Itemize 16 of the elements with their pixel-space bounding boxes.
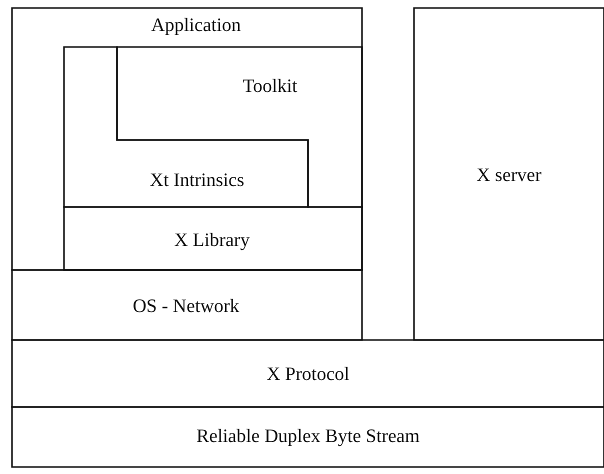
layer-box — [12, 407, 604, 467]
layer-label: X Library — [174, 230, 250, 252]
layer-label: Reliable Duplex Byte Stream — [196, 426, 420, 448]
server-box — [414, 8, 604, 340]
layer-label: OS - Network — [132, 296, 240, 318]
layer-label: X server — [476, 165, 542, 187]
l-shaped-layer — [64, 47, 308, 207]
layer-label: Application — [151, 15, 241, 37]
layer-label: Toolkit — [242, 76, 298, 98]
layer-box — [64, 207, 362, 270]
layer-label: X Protocol — [266, 364, 350, 386]
layer-label: Xt Intrinsics — [150, 170, 244, 192]
l-shaped-layer — [117, 47, 362, 207]
layer-box — [12, 340, 604, 407]
layer-box — [12, 8, 362, 270]
layer-box — [12, 270, 362, 340]
